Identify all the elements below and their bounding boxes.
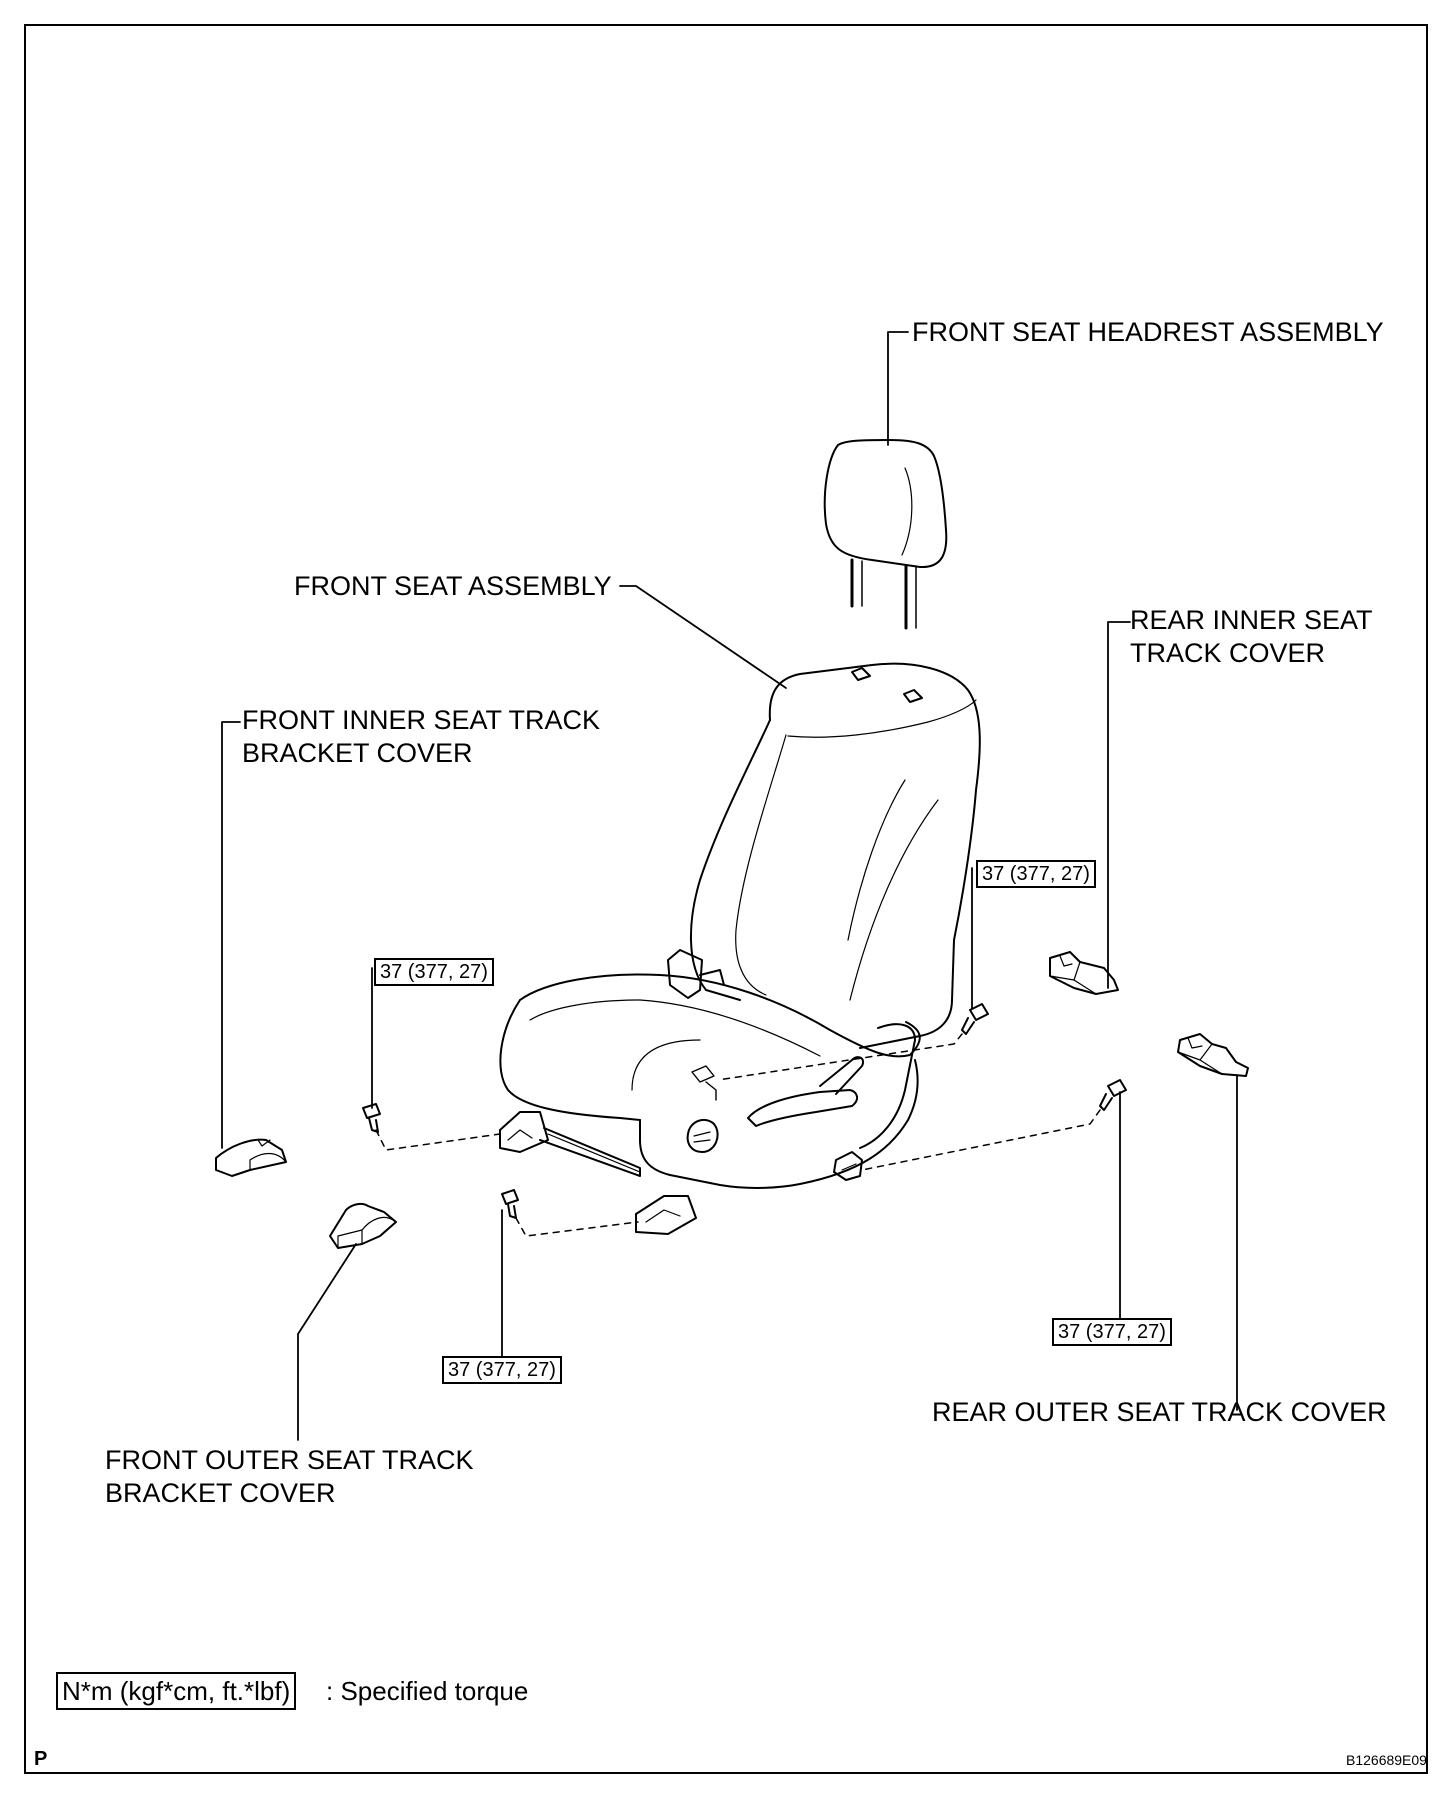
- torque-front-inner-bolt: 37 (377, 27): [374, 958, 494, 986]
- rear-outer-track-cover: [1177, 1033, 1249, 1077]
- alignment-dashes: [375, 1033, 1101, 1237]
- bolt-rear-outer: [1099, 1079, 1127, 1111]
- figure-code: B126689E09: [1346, 1752, 1427, 1768]
- seat-rails-illustration: [499, 1111, 863, 1235]
- diagram-frame: [24, 24, 1428, 1774]
- label-front-outer-bracket-cover-2: BRACKET COVER: [105, 1478, 336, 1508]
- seat-back-illustration: [667, 662, 981, 1049]
- seat-cushion-illustration: [499, 973, 921, 1189]
- label-rear-inner-seat-track-cover-1: REAR INNER SEAT: [1130, 605, 1373, 635]
- rear-inner-track-cover: [1049, 951, 1119, 995]
- label-rear-inner-seat-track-cover-2: TRACK COVER: [1130, 638, 1326, 668]
- torque-front-outer-bolt: 37 (377, 27): [442, 1356, 562, 1384]
- label-front-inner-bracket-cover-1: FRONT INNER SEAT TRACK: [242, 705, 601, 735]
- torque-rear-outer-bolt: 37 (377, 27): [1052, 1318, 1172, 1346]
- label-front-seat-headrest-assembly: FRONT SEAT HEADREST ASSEMBLY: [912, 317, 1384, 347]
- front-inner-bracket-cover: [215, 1138, 287, 1177]
- label-rear-outer-seat-track-cover: REAR OUTER SEAT TRACK COVER: [932, 1397, 1387, 1427]
- headrest-illustration: [823, 439, 948, 630]
- leader-lines: [221, 331, 1238, 1441]
- front-outer-bracket-cover: [329, 1202, 397, 1249]
- corner-letter: P: [34, 1748, 48, 1770]
- legend-specified-torque: : Specified torque: [326, 1676, 529, 1706]
- torque-rear-inner-bolt: 37 (377, 27): [976, 860, 1096, 888]
- label-front-outer-bracket-cover-1: FRONT OUTER SEAT TRACK: [105, 1445, 474, 1475]
- legend-torque-units: N*m (kgf*cm, ft.*lbf): [56, 1672, 297, 1710]
- label-front-inner-bracket-cover-2: BRACKET COVER: [242, 738, 473, 768]
- bolt-rear-inner: [961, 1003, 989, 1035]
- label-front-seat-assembly: FRONT SEAT ASSEMBLY: [294, 571, 612, 601]
- bolt-front-outer: [501, 1189, 519, 1219]
